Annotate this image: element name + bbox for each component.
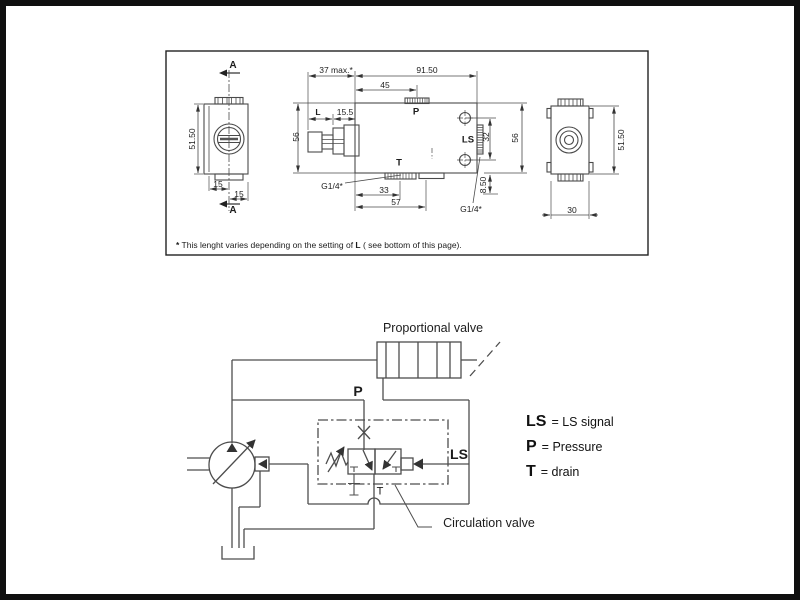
dim-91-50: 91.50 [416,64,438,75]
legend-desc-t: = drain [540,464,580,479]
dim-57: 57 [391,196,401,207]
dim-56-right: 56 [509,133,520,143]
legend-symbol-ls: LS [526,412,547,430]
hydraulic-schematic [187,341,501,560]
dim-45: 45 [380,79,390,90]
footnote-star: * [176,240,180,250]
port-label-p: P [412,106,420,118]
schematic-ls-label: LS [450,446,468,462]
dim-l: L [315,106,321,117]
dim-51-50-left-view: 51.50 [186,128,197,150]
restriction-symbol [357,425,371,440]
circulation-valve-symbol [325,446,423,496]
footnote: * This lenght varies depending on the se… [176,240,462,250]
thread-label-ls: G1/4* [460,203,482,214]
tank-symbol [221,546,255,560]
spring-symbol [325,450,349,468]
circuit-lines [231,359,470,548]
left-view [194,69,249,211]
pump-control-triangle [258,459,267,469]
section-label-a-bottom: A [229,205,237,216]
legend-symbol-p: P [526,437,537,455]
variable-arrow [212,439,256,485]
dim-33: 33 [379,184,389,195]
spring-adjust-arrow [327,446,345,473]
footnote-bold-l: L [355,240,361,250]
section-label-a-top: A [229,60,237,71]
pump-symbol [187,439,270,489]
legend-symbol-t: T [526,462,536,480]
footnote-text-2: ( see bottom of this page). [360,240,462,250]
dim-8-50: 8.50 [477,176,488,194]
dim-15-b: 15 [234,188,244,199]
leader-ls-port [472,156,481,204]
footnote-text-1: This lenght varies depending on the sett… [179,240,356,250]
lever-slash [469,341,501,377]
legend-row-ls: LS = LS signal [526,409,614,434]
proportional-valve-label: Proportional valve [382,320,484,335]
port-label-t: T [396,157,402,169]
circulation-valve-label: Circulation valve [443,515,535,530]
drawing-border [165,50,649,256]
line-with-bridge [308,497,469,505]
circulation-valve-leader [394,484,432,528]
schematic-t-label: T [376,485,384,498]
legend-desc-p: = Pressure [541,439,603,454]
extension-lines [293,71,527,211]
valve-envelope [317,419,449,485]
dim-30: 30 [567,204,577,215]
schematic-p-label: P [353,383,363,399]
pilot-triangle [413,458,423,470]
dim-15-a: 15 [213,178,223,189]
proportional-valve-symbol [376,341,501,379]
legend-row-t: T = drain [526,459,614,484]
right-view [542,98,619,219]
legend-desc-ls: = LS signal [551,414,614,429]
internal-drain [348,474,360,496]
top-drawing [165,50,649,256]
port-label-ls: LS [461,134,475,146]
middle-view [293,71,527,211]
section-arrow-bottom [219,200,227,208]
dim-56-left: 56 [290,132,301,142]
plug-circle [555,126,583,154]
dim-51-50-right-view: 51.50 [615,129,626,151]
section-arrow-top [219,69,227,77]
dim-15-5: 15.5 [336,106,354,117]
drawing-canvas [165,50,649,560]
dim-32: 32 [480,132,491,142]
leader-t-port [344,174,402,184]
dimension-lines [296,74,524,209]
legend-row-p: P = Pressure [526,434,614,459]
dim-37-max: 37 max.* [319,64,353,75]
thread-label-t: G1/4* [321,180,343,191]
legend: LS = LS signal P = Pressure T = drain [526,409,614,484]
pump-flow-triangle [226,443,238,452]
